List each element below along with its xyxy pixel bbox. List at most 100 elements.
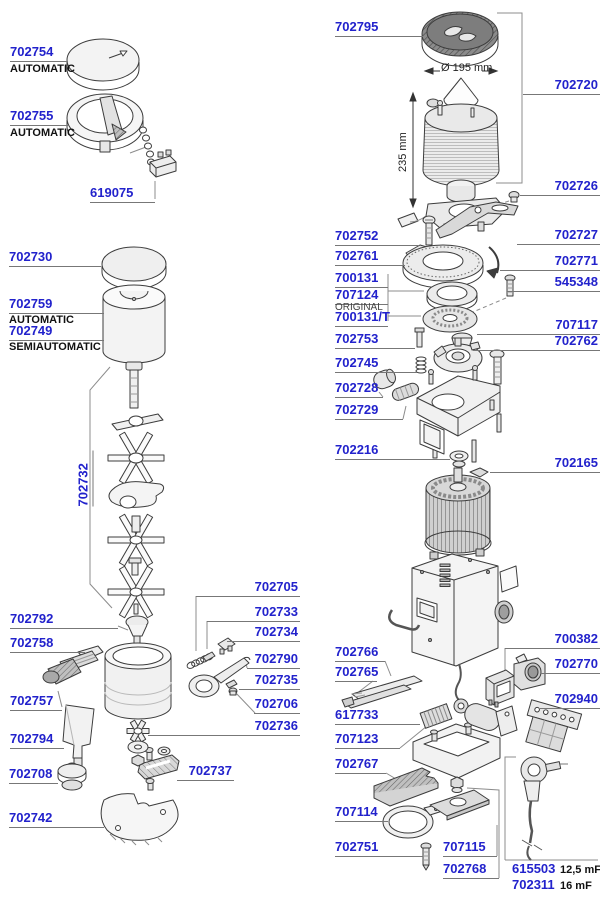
part-link-702770[interactable]: 702770 xyxy=(540,657,600,674)
part-link-702737[interactable]: 702737 xyxy=(177,764,234,781)
art-cover-plate-702742 xyxy=(100,778,179,846)
part-link-700382[interactable]: 700382 xyxy=(505,632,600,649)
art-canister-702759-702749 xyxy=(102,284,166,364)
part-link-702706[interactable]: 702706 xyxy=(254,697,300,714)
art-hopper-lid-702795 xyxy=(421,11,499,67)
part-link-702751[interactable]: 702751 xyxy=(335,840,423,857)
part-note-707124: ORIGINAL xyxy=(335,302,383,313)
part-link-702720[interactable]: 702720 xyxy=(523,78,600,95)
part-link-707124[interactable]: 707124 xyxy=(335,288,388,305)
part-link-702729[interactable]: 702729 xyxy=(335,403,403,420)
part-note-702311: 16 mF xyxy=(560,880,592,892)
part-link-702749[interactable]: 702749 xyxy=(9,324,104,341)
art-fork-ring-707114 xyxy=(382,800,456,839)
part-link-702766[interactable]: 702766 xyxy=(335,645,385,662)
part-link-702761[interactable]: 702761 xyxy=(335,249,405,266)
part-link-702754[interactable]: 702754 xyxy=(10,45,68,62)
art-bushing-702706 xyxy=(228,687,238,696)
part-link-702757[interactable]: 702757 xyxy=(10,694,62,711)
part-link-702726[interactable]: 702726 xyxy=(520,179,600,196)
part-link-702790[interactable]: 702790 xyxy=(247,652,300,669)
part-note-702755: AUTOMATIC xyxy=(10,127,75,139)
part-link-702771[interactable]: 702771 xyxy=(500,254,600,271)
art-nut-702768 xyxy=(450,776,464,793)
part-link-707117[interactable]: 707117 xyxy=(477,318,600,335)
art-bracket-bar-702737 xyxy=(137,746,180,780)
part-link-702758[interactable]: 702758 xyxy=(10,636,85,653)
part-link-702727[interactable]: 702727 xyxy=(517,228,600,245)
part-link-702752[interactable]: 702752 xyxy=(335,229,418,246)
part-link-702794[interactable]: 702794 xyxy=(10,732,64,749)
part-link-700131T[interactable]: 700131/T xyxy=(335,310,390,327)
art-base-tray xyxy=(412,722,501,779)
part-link-702765[interactable]: 702765 xyxy=(335,665,378,682)
art-bearing-support-702762 xyxy=(433,337,483,373)
part-link-702732[interactable]: 702732 xyxy=(76,450,94,507)
part-link-702759[interactable]: 702759 xyxy=(9,297,104,314)
part-link-702762[interactable]: 702762 xyxy=(473,334,600,351)
art-star-knob-702736 xyxy=(126,719,150,767)
art-screw-long xyxy=(489,349,505,398)
part-link-702753[interactable]: 702753 xyxy=(335,332,415,349)
part-link-545348[interactable]: 545348 xyxy=(507,275,600,292)
part-link-707123[interactable]: 707123 xyxy=(335,732,400,749)
part-note-702759: AUTOMATIC xyxy=(9,314,74,326)
art-ratchet-arm-702790 xyxy=(188,656,251,698)
part-link-702708[interactable]: 702708 xyxy=(9,767,58,784)
part-note-702749: SEMIAUTOMATIC xyxy=(9,341,101,353)
art-worm-screw-702729 xyxy=(391,382,420,401)
art-ring-automatic-702755 xyxy=(66,93,155,166)
art-brush-702758-702757 xyxy=(42,645,104,685)
part-link-702728[interactable]: 702728 xyxy=(335,381,383,398)
part-link-702311[interactable]: 702311 xyxy=(512,877,555,892)
art-lid-automatic-702754 xyxy=(66,38,140,91)
part-link-702742[interactable]: 702742 xyxy=(9,811,104,828)
art-stirrer-assembly-702732 xyxy=(107,361,165,619)
part-link-700131[interactable]: 700131 xyxy=(335,271,388,288)
art-cover-707115 xyxy=(429,789,490,821)
art-screw-545348 xyxy=(504,274,516,297)
part-link-702745[interactable]: 702745 xyxy=(335,356,417,373)
part-link-702705[interactable]: 702705 xyxy=(196,580,300,597)
art-switch-702770 xyxy=(513,653,546,691)
part-link-702768[interactable]: 702768 xyxy=(443,862,499,879)
art-adjusting-ring xyxy=(402,244,484,289)
art-pin-702733 xyxy=(202,651,216,662)
dimension-diameter-label: Ø 195 mm xyxy=(441,62,493,74)
art-spring-702745 xyxy=(415,356,427,374)
part-link-617733[interactable]: 617733 xyxy=(335,708,420,725)
part-link-702735[interactable]: 702735 xyxy=(239,673,300,690)
art-power-cable-plug xyxy=(520,756,568,861)
part-link-702730[interactable]: 702730 xyxy=(9,250,101,267)
part-link-702734[interactable]: 702734 xyxy=(227,625,300,642)
dimension-height-label: 235 mm xyxy=(397,132,409,172)
dimension-diameter xyxy=(423,67,499,75)
part-note-702754: AUTOMATIC xyxy=(10,63,75,75)
art-grid-plate-702767 xyxy=(373,767,439,807)
part-link-619075[interactable]: 619075 xyxy=(90,186,155,203)
part-link-615503[interactable]: 615503 xyxy=(512,861,556,876)
part-link-702216[interactable]: 702216 xyxy=(335,443,450,460)
part-link-702733[interactable]: 702733 xyxy=(207,605,300,622)
art-lower-burr-700131T xyxy=(422,305,478,333)
part-link-702940[interactable]: 702940 xyxy=(540,692,600,709)
part-link-707114[interactable]: 707114 xyxy=(335,805,388,822)
art-top-plate xyxy=(416,365,502,463)
art-microswitch-619075 xyxy=(149,149,177,178)
part-link-707115[interactable]: 707115 xyxy=(443,840,497,857)
art-funnel-702792 xyxy=(125,615,149,647)
art-foot-702708 xyxy=(57,762,87,791)
art-screw-702735 xyxy=(225,679,238,689)
part-link-702755[interactable]: 702755 xyxy=(10,109,68,126)
part-link-702792[interactable]: 702792 xyxy=(10,612,118,629)
art-pusher-702766 xyxy=(351,675,423,701)
leader-lines xyxy=(57,12,598,878)
part-link-702165[interactable]: 702165 xyxy=(490,456,600,473)
part-link-702795[interactable]: 702795 xyxy=(335,20,423,37)
art-capacitor-cylinder xyxy=(464,703,518,737)
part-link-702736[interactable]: 702736 xyxy=(148,719,300,736)
art-disc-702730 xyxy=(101,246,167,290)
part-link-702767[interactable]: 702767 xyxy=(335,757,386,774)
art-housing-case xyxy=(388,553,519,714)
